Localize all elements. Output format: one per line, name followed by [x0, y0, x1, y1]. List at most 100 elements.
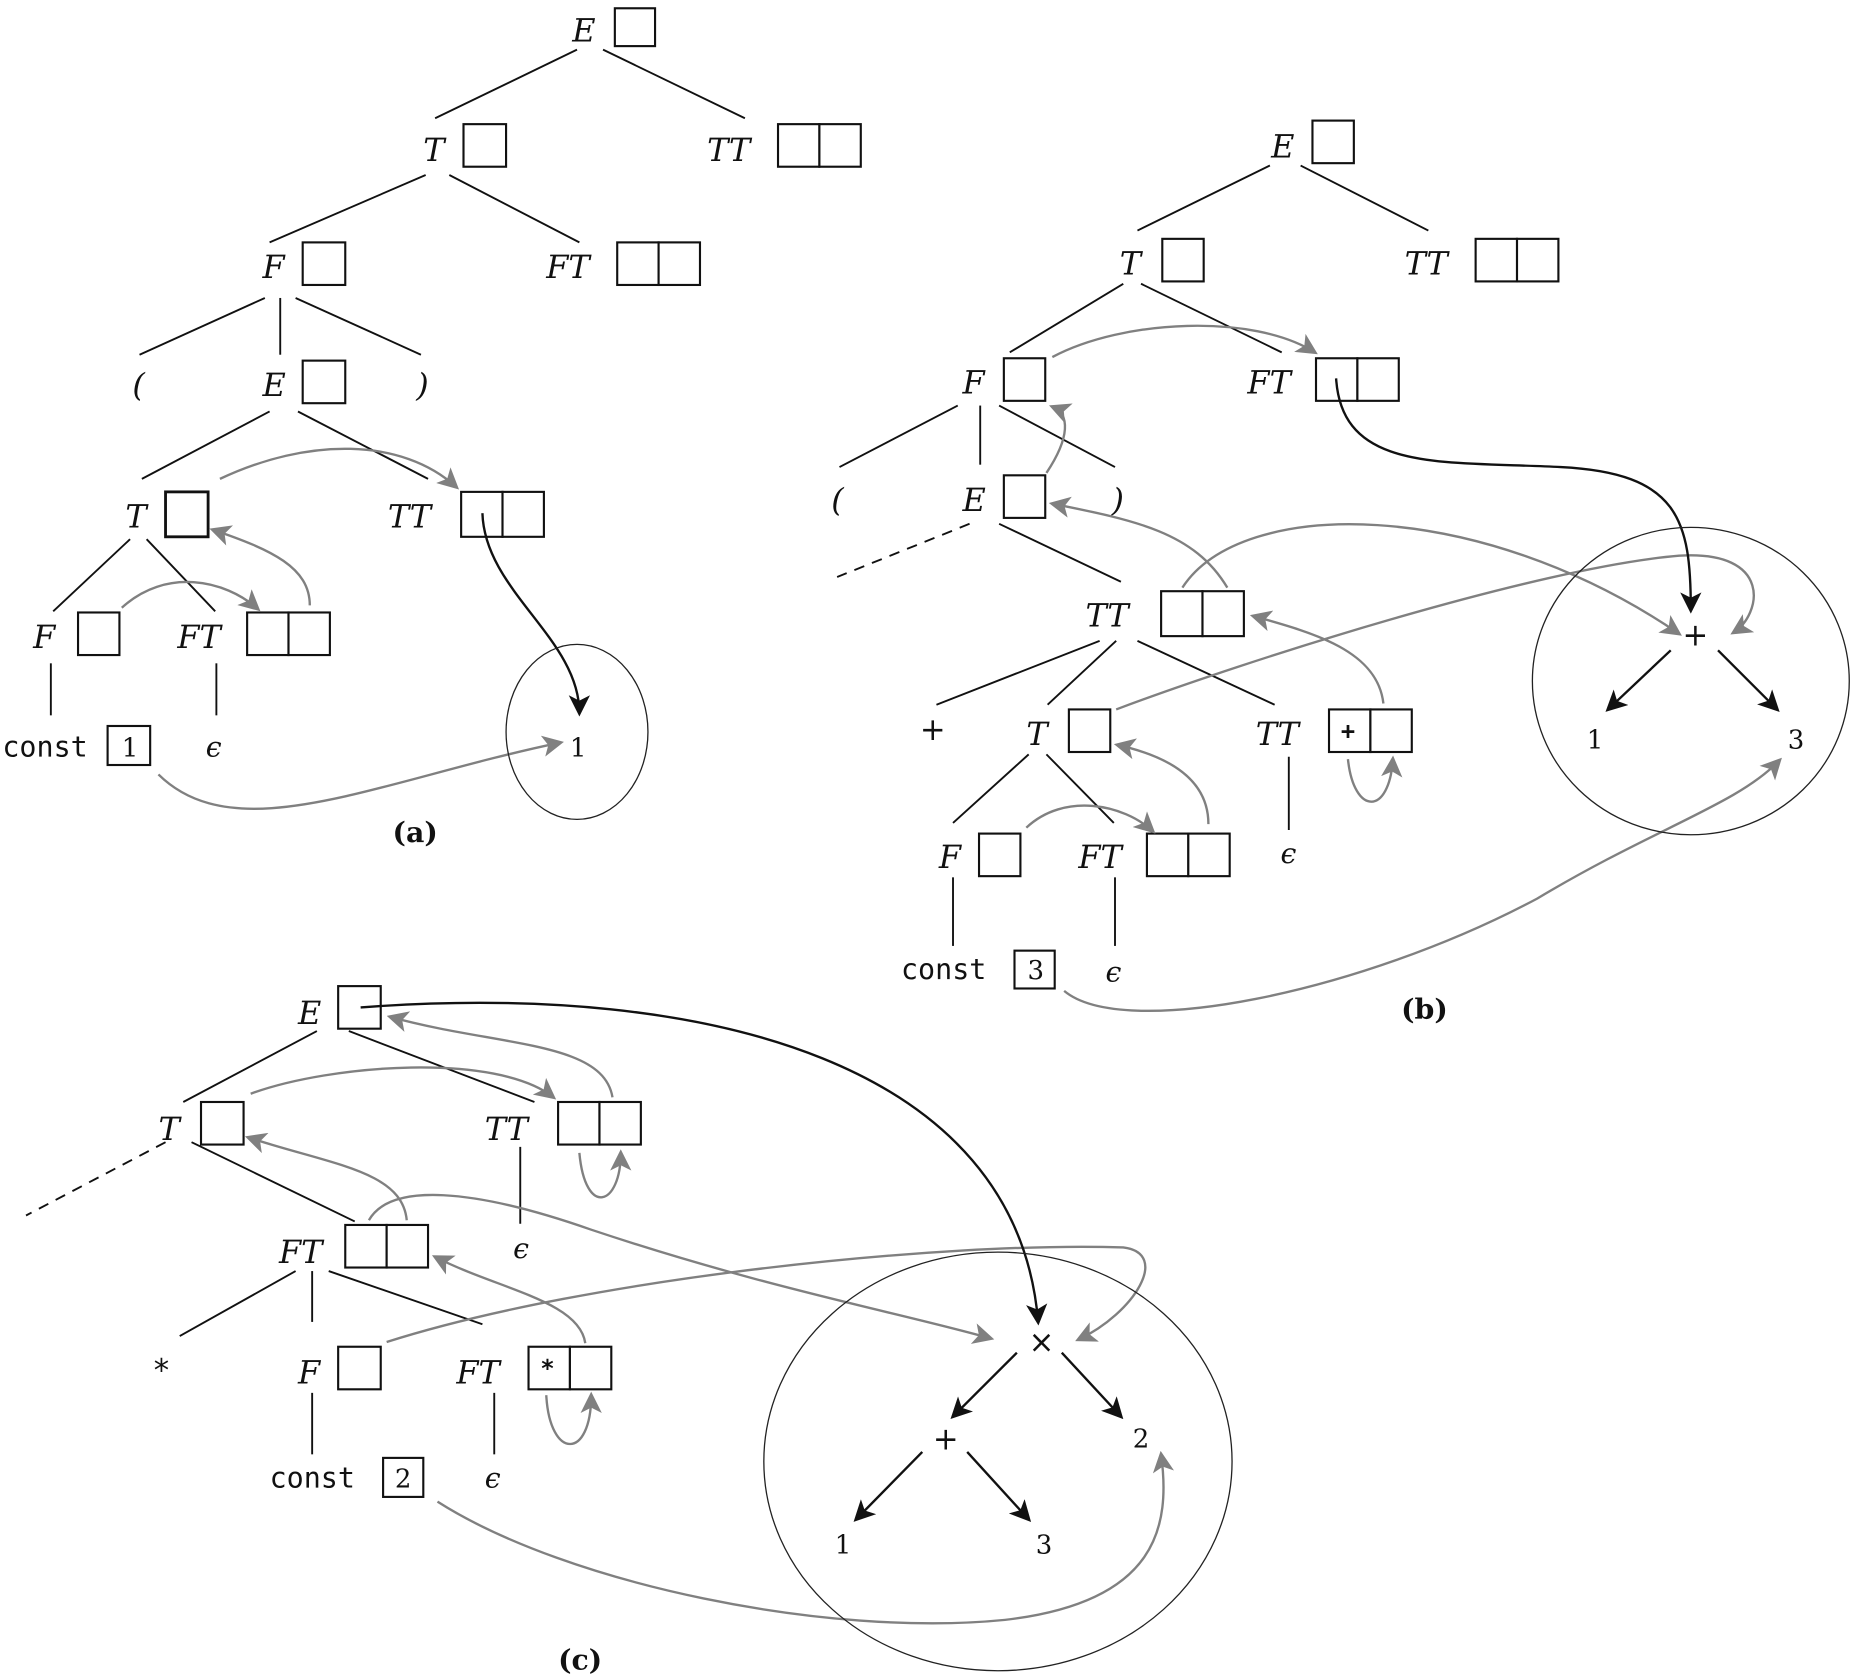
attribute-slot [164, 490, 210, 539]
attribute-slot [301, 241, 347, 287]
const-value-slot [1013, 949, 1056, 990]
syntax-tree-edge [1717, 649, 1780, 712]
syntax-tree-edge [950, 1351, 1018, 1420]
attribute-slot-right [287, 611, 331, 657]
attribute-slot [977, 832, 1022, 878]
node-label-T: T [1026, 715, 1050, 753]
attribute-slot-left [1314, 357, 1359, 402]
node-label-FT: FT [1246, 364, 1293, 402]
node-label-TT: TT [388, 497, 434, 535]
attribute-flow-arrow [250, 1066, 557, 1100]
attribute-slot [613, 7, 657, 48]
epsilon: ϵ [206, 731, 222, 764]
attribute-slot [76, 611, 121, 657]
attribute-slot-left [776, 123, 821, 168]
node-label-E: E [571, 11, 595, 49]
panel-caption: (c) [558, 1643, 602, 1677]
node-label-TT: TT [707, 131, 753, 169]
tree-edge [1009, 282, 1124, 354]
attribute-flow-arrow [578, 1149, 632, 1199]
node-label-T: T [423, 131, 447, 169]
token-lparen: ( [132, 366, 146, 404]
tree-edge [936, 639, 1100, 706]
attribute-slot-right [1515, 237, 1560, 283]
elided-tree-edge [25, 1141, 166, 1217]
attribute-flow-arrow [1048, 496, 1229, 589]
token-const: const [901, 953, 986, 986]
node-label-F: F [297, 1353, 322, 1391]
tree-edge [839, 404, 959, 468]
token-const: const [270, 1461, 355, 1494]
tree-edge [348, 1030, 535, 1103]
const-value-slot [106, 724, 152, 767]
attribute-flow-arrow [545, 1391, 602, 1446]
tree-edge [1046, 640, 1117, 706]
attribute-slot-right [818, 123, 862, 168]
parse-tree-edges [836, 164, 1429, 946]
tree-edge [434, 48, 578, 120]
tree-edge [295, 297, 422, 356]
tree-edge [191, 1141, 356, 1223]
tree-edge [998, 404, 1116, 468]
elided-tree-edge [836, 522, 970, 578]
attribute-slot-left [1327, 708, 1372, 754]
tree-edge [952, 753, 1030, 824]
attribute-slot [1161, 237, 1205, 283]
token-rparen: ) [415, 366, 428, 404]
parse-tree-edges [49, 48, 746, 716]
attribute-slot-left [246, 611, 290, 657]
attribute-slot-right [1187, 832, 1231, 878]
syntax-tree-pointer-arrow [481, 513, 590, 717]
parse-tree-edges [25, 1030, 535, 1455]
const-value-slot [382, 1456, 425, 1498]
node-label-F: F [261, 248, 286, 286]
attribute-flow-arrow [1051, 324, 1318, 359]
attribute-flow-arrow [386, 1245, 1147, 1344]
attribute-slot-left [1160, 590, 1204, 638]
node-label-E: E [961, 481, 985, 519]
epsilon: ϵ [513, 1232, 529, 1265]
attribute-flow-arrow [1045, 403, 1073, 474]
attribute-slot [199, 1100, 245, 1146]
epsilon: ϵ [1281, 837, 1297, 870]
attribute-flow-arrow [1025, 804, 1156, 834]
attribute-flow-arrow [1249, 610, 1385, 704]
syntax-tree-edge [853, 1451, 924, 1522]
node-label-E: E [261, 366, 285, 404]
node-label-TT: TT [1085, 597, 1131, 635]
attribute-slot [462, 123, 508, 168]
const-value: 1 [122, 734, 139, 764]
attribute-slot-right [568, 1345, 613, 1391]
token-star: * [154, 1353, 169, 1389]
syntax-tree-edge [1060, 1351, 1124, 1420]
token-const: const [2, 731, 87, 764]
attribute-flow-arrow [244, 1132, 408, 1221]
operator-value: * [540, 1354, 554, 1382]
token-plus: + [920, 712, 946, 748]
attribute-slot [301, 359, 347, 405]
attribute-slot-right [385, 1223, 430, 1269]
panel-caption: (a) [393, 815, 438, 849]
attribute-slot-left [344, 1223, 388, 1269]
attribute-slot-right [598, 1100, 642, 1146]
token-lparen: ( [831, 481, 845, 519]
tree-edge [52, 538, 131, 612]
tree-edge [1045, 753, 1115, 824]
attribute-slot-left [557, 1100, 601, 1146]
token-rparen: ) [1110, 481, 1123, 519]
syntax-tree-node: + [933, 1422, 959, 1458]
attribute-flow-arrow [219, 447, 460, 490]
attribute-slot [337, 985, 382, 1030]
attribute-slot [1002, 357, 1047, 402]
syntax-tree-boundary [1531, 526, 1850, 836]
tree-edge [269, 174, 427, 244]
attribute-flow-arrow [157, 735, 564, 810]
panel-b: E T TT F FT ( E ) TT + T TT + F FT ϵ con… [831, 119, 1850, 1026]
attribute-slot-left [1145, 832, 1190, 878]
attribute-flow-arrow [1115, 554, 1755, 711]
node-label-FT: FT [545, 248, 592, 286]
tree-edge [182, 1030, 318, 1103]
epsilon: ϵ [485, 1461, 501, 1494]
attribute-flow-arrow [1346, 755, 1403, 803]
